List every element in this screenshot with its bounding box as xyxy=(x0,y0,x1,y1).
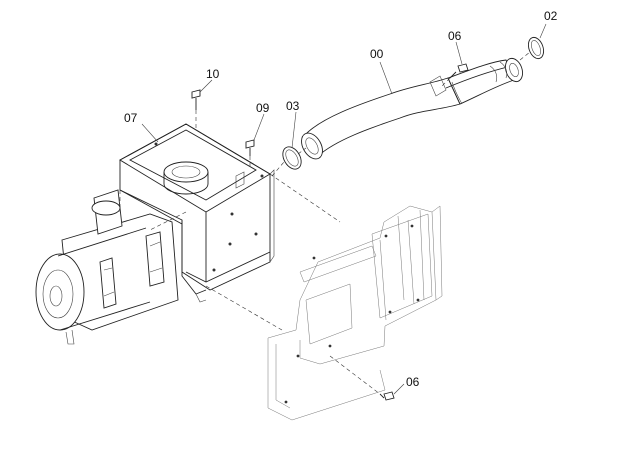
air-cleaner xyxy=(35,189,179,345)
label-clamp-03: 03 xyxy=(286,99,300,113)
label-bracket-07: 07 xyxy=(124,111,138,125)
bolt-06-bottom xyxy=(379,391,395,401)
rear-panel xyxy=(267,205,443,421)
clamp-03 xyxy=(282,146,302,170)
label-screw-10: 10 xyxy=(206,67,220,81)
bolt-06-top xyxy=(449,63,469,79)
label-screw-09: 09 xyxy=(256,101,270,115)
assembly-lines xyxy=(119,51,531,395)
label-bolt-06-top: 06 xyxy=(448,29,462,43)
label-hose-00: 00 xyxy=(370,47,384,61)
intake-hose xyxy=(301,57,524,160)
leader-lines xyxy=(141,23,547,395)
clamp-02 xyxy=(527,36,545,60)
label-bolt-06-bottom: 06 xyxy=(406,375,420,389)
bracket-box xyxy=(119,123,275,303)
screw-09 xyxy=(245,139,255,156)
label-clamp-02: 02 xyxy=(544,9,558,23)
screw-10 xyxy=(191,89,201,110)
